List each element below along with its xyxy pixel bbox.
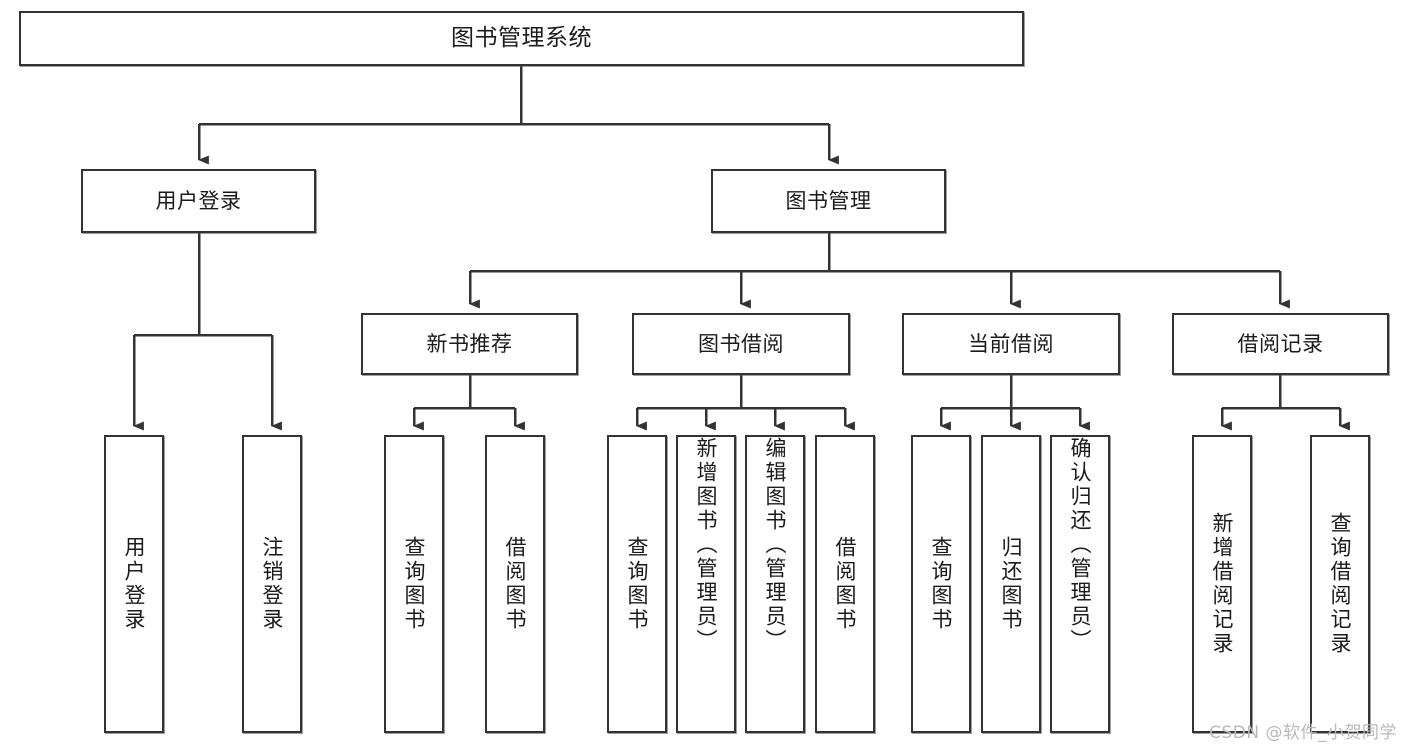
node-book-manage-label: 图书管理 (785, 188, 872, 213)
node-leaf-query-book-3[interactable]: 查询图书 (911, 435, 971, 733)
node-leaf-query-record-label: 查询借阅记录 (1328, 512, 1353, 656)
node-leaf-add-book[interactable]: 新增图书（管理员） (676, 435, 736, 733)
node-leaf-query-book-1-label: 查询图书 (402, 536, 427, 632)
node-leaf-borrow-book-1[interactable]: 借阅图书 (485, 435, 545, 733)
node-leaf-query-record[interactable]: 查询借阅记录 (1310, 435, 1370, 733)
node-root[interactable]: 图书管理系统 (19, 11, 1024, 66)
node-book-borrow-label: 图书借阅 (698, 331, 784, 356)
node-current-borrow-label: 当前借阅 (968, 331, 1054, 356)
node-borrow-record[interactable]: 借阅记录 (1172, 313, 1389, 375)
node-leaf-query-book-2[interactable]: 查询图书 (607, 435, 667, 733)
node-leaf-user-logout-label: 注销登录 (260, 536, 285, 632)
node-leaf-edit-book-label: 编辑图书（管理员） (763, 437, 788, 653)
watermark: CSDN @软件_小贺同学 (1209, 723, 1397, 743)
node-leaf-query-book-3-label: 查询图书 (929, 536, 954, 632)
node-user-login-label: 用户登录 (155, 188, 242, 213)
node-leaf-borrow-book-2[interactable]: 借阅图书 (815, 435, 875, 733)
node-leaf-add-record-label: 新增借阅记录 (1210, 512, 1235, 656)
node-leaf-add-book-label: 新增图书（管理员） (694, 437, 719, 653)
node-leaf-user-logout[interactable]: 注销登录 (242, 435, 302, 733)
node-leaf-edit-book[interactable]: 编辑图书（管理员） (745, 435, 805, 733)
node-leaf-user-login[interactable]: 用户登录 (104, 435, 164, 733)
node-leaf-query-book-2-label: 查询图书 (625, 536, 650, 632)
node-leaf-query-book-1[interactable]: 查询图书 (384, 435, 444, 733)
node-new-book-rec-label: 新书推荐 (426, 331, 513, 356)
node-leaf-add-record[interactable]: 新增借阅记录 (1192, 435, 1252, 733)
node-book-manage[interactable]: 图书管理 (711, 169, 946, 233)
node-new-book-rec[interactable]: 新书推荐 (361, 313, 578, 375)
node-user-login[interactable]: 用户登录 (81, 169, 316, 233)
node-leaf-confirm-return-label: 确认归还（管理员） (1068, 437, 1093, 653)
node-leaf-confirm-return[interactable]: 确认归还（管理员） (1050, 435, 1110, 733)
node-leaf-borrow-book-1-label: 借阅图书 (503, 536, 528, 632)
node-leaf-user-login-label: 用户登录 (122, 536, 147, 632)
node-root-label: 图书管理系统 (451, 25, 592, 52)
node-leaf-return-book[interactable]: 归还图书 (981, 435, 1041, 733)
node-borrow-record-label: 借阅记录 (1237, 331, 1324, 356)
node-current-borrow[interactable]: 当前借阅 (902, 313, 1120, 375)
node-leaf-borrow-book-2-label: 借阅图书 (833, 536, 858, 632)
node-leaf-return-book-label: 归还图书 (999, 536, 1024, 632)
node-book-borrow[interactable]: 图书借阅 (632, 313, 850, 375)
